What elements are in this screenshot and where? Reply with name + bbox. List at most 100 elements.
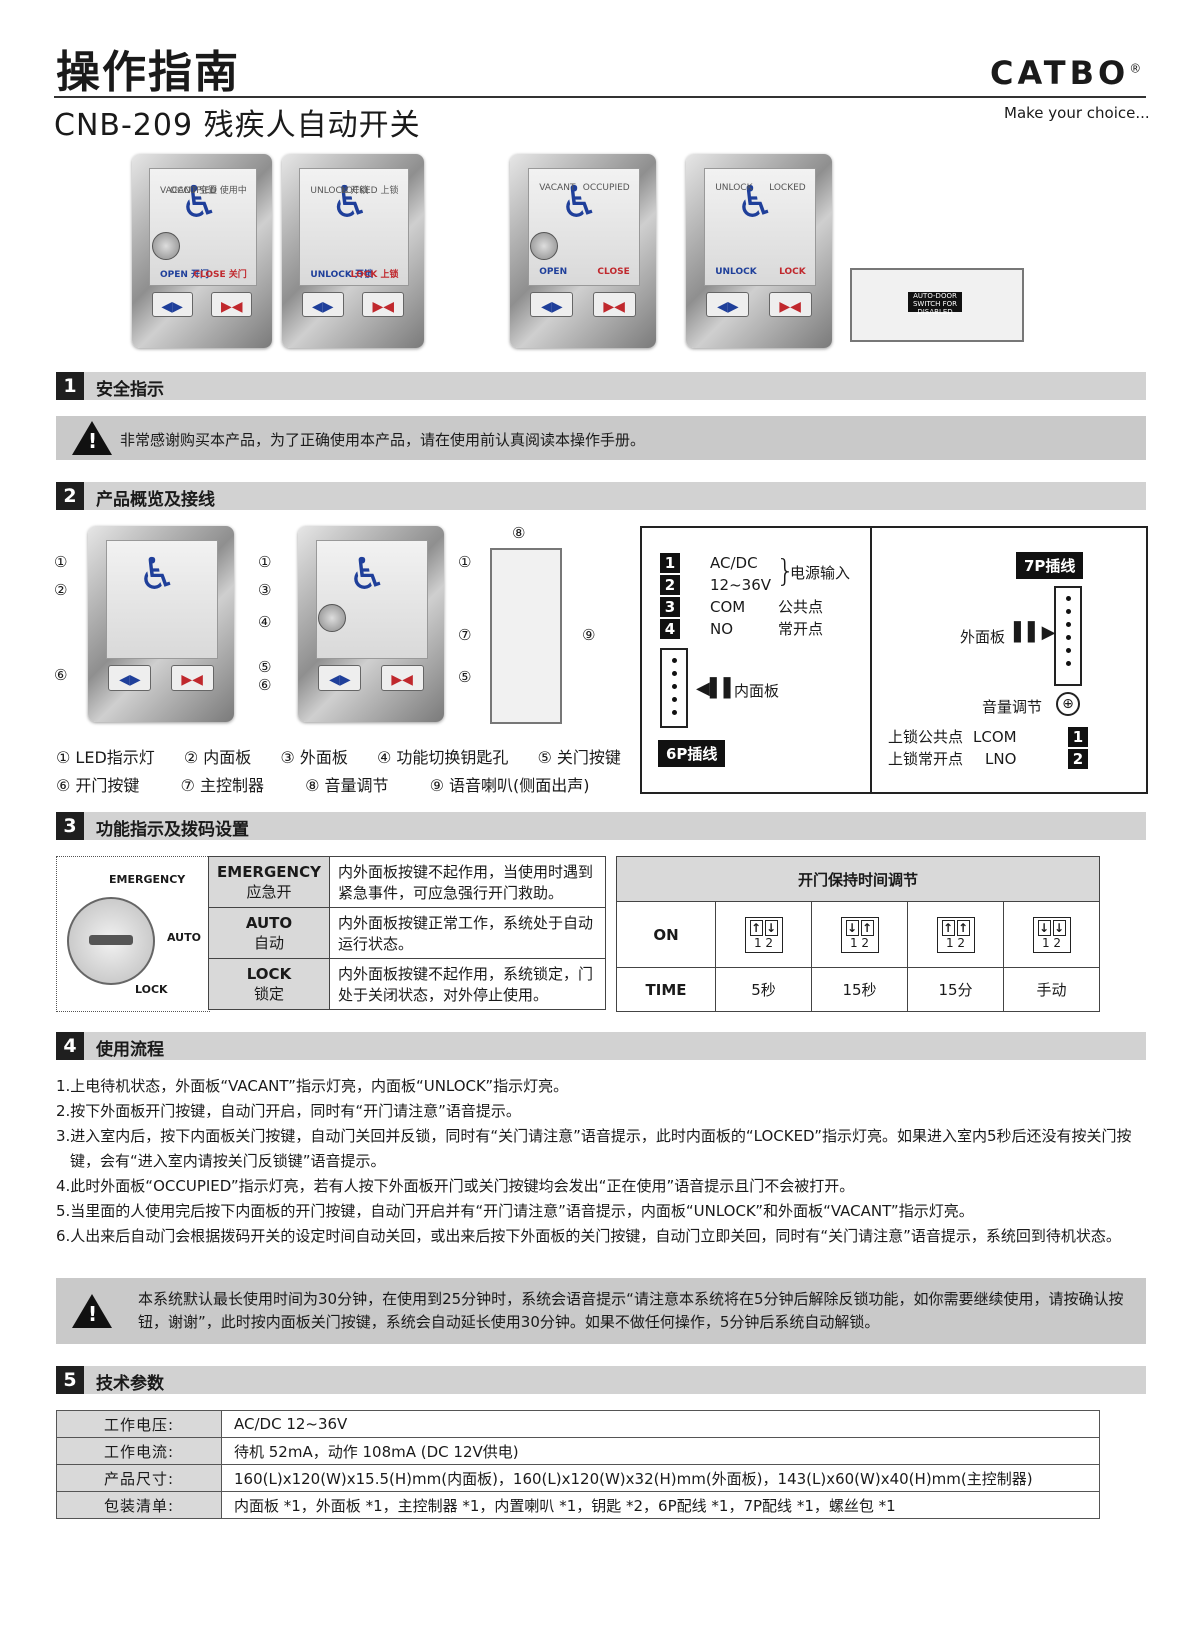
spec-value: 内面板 *1，外面板 *1，主控制器 *1，内置喇叭 *1，钥匙 *2，6P配线… <box>221 1491 1100 1519</box>
table-row: 工作电压:AC/DC 12~36V <box>56 1410 1100 1438</box>
header-rule <box>54 96 1146 98</box>
mode-desc: 内外面板按键正常工作，系统处于自动运行状态。 <box>329 907 606 959</box>
inner-panel-label: 内面板 <box>734 682 780 700</box>
callout-number: ① <box>458 553 472 571</box>
step-item: 5.当里面的人使用完后按下内面板的开门按键，自动门开启并有“开门请注意”语音提示… <box>56 1202 974 1220</box>
controller-photo: AUTO-DOOR SWITCH FOR DISABLED <box>850 268 1024 342</box>
voltage-label: 12~36V <box>710 576 772 594</box>
button-caption: UNLOCK <box>715 266 757 277</box>
dip-switch-1: ↓ <box>845 919 859 936</box>
outer-panel-diagram: ♿◀▶▶◀ <box>298 526 444 722</box>
callout-number: ⑥ <box>258 676 272 694</box>
wheelchair-icon: ♿ <box>330 177 370 229</box>
section-number: 3 <box>56 812 84 840</box>
legend-item: ② 内面板 <box>183 748 252 767</box>
brand-tagline: Make your choice... <box>1004 104 1150 122</box>
controller-diagram <box>490 548 562 724</box>
knob-lock-label: LOCK <box>135 983 168 996</box>
step-item: 2.按下外面板开门按键，自动门开启，同时有“开门请注意”语音提示。 <box>56 1102 521 1120</box>
spec-key: 产品尺寸: <box>56 1464 222 1492</box>
terminal-1: 1 <box>660 553 680 573</box>
usage-steps: 1.上电待机状态，外面板“VACANT”指示灯亮，内面板“UNLOCK”指示灯亮… <box>56 1074 1146 1249</box>
section-4-header: 4 使用流程 <box>56 1032 1146 1060</box>
legend-row-1: ① LED指示灯 ② 内面板 ③ 外面板 ④ 功能切换钥匙孔 ⑤ 关门按键 <box>56 744 621 768</box>
on-label: ON <box>616 901 716 968</box>
button-caption: LOCK 上锁 <box>350 269 399 280</box>
section-title: 技术参数 <box>96 1374 164 1394</box>
section-number: 4 <box>56 1032 84 1060</box>
warning-icon: ! <box>72 1294 112 1328</box>
callout-number: ⑨ <box>582 626 596 644</box>
key-switch-icon <box>151 231 180 260</box>
section-title: 安全指示 <box>96 380 164 400</box>
hold-time-value: 15秒 <box>811 967 908 1012</box>
timeout-warning-box: ! 本系统默认最长使用时间为30分钟，在使用到25分钟时，系统会语音提示“请注意… <box>56 1278 1146 1344</box>
hold-time-value: 5秒 <box>715 967 812 1012</box>
lno-label: LNO <box>985 750 1017 768</box>
7p-plug-tag: 7P插线 <box>1016 552 1084 579</box>
wheelchair-icon: ♿ <box>347 549 388 601</box>
callout-number: ① <box>258 553 272 571</box>
knob-emergency-label: EMERGENCY <box>109 873 186 886</box>
close-door-arrows-icon: ▶◀ <box>211 291 253 317</box>
section-5-header: 5 技术参数 <box>56 1366 1146 1394</box>
dip-switch-icon: ↓↑1 2 <box>811 901 908 968</box>
spec-value: AC/DC 12~36V <box>221 1410 1100 1438</box>
button-caption: OPEN 开门 <box>160 269 210 280</box>
button-caption: OPEN <box>539 266 568 277</box>
warning-icon: ! <box>72 421 112 455</box>
spec-value: 待机 52mA，动作 108mA (DC 12V供电) <box>221 1437 1100 1465</box>
callout-number: ① <box>54 553 68 571</box>
indicator-label: UNLOCK <box>715 183 753 194</box>
callout-number: ⑦ <box>458 626 472 644</box>
callout-number: ⑤ <box>258 658 272 676</box>
lock-terminal-1: 1 <box>1068 727 1088 747</box>
outer-arrow-icon: ▌▌▶ <box>1014 622 1056 643</box>
close-door-arrows-icon: ▶◀ <box>362 291 405 317</box>
spec-key: 工作电压: <box>56 1410 222 1438</box>
brace: } <box>776 554 796 589</box>
section-2-header: 2 产品概览及接线 <box>56 482 1146 510</box>
legend-item: ⑧ 音量调节 <box>305 776 389 795</box>
panel-face <box>299 167 409 286</box>
legend-row-2: ⑥ 开门按键 ⑦ 主控制器 ⑧ 音量调节 ⑨ 语音喇叭(侧面出声) <box>56 772 590 796</box>
step-item: 6.人出来后自动门会根据拨码开关的设定时间自动关回，或出来后按下外面板的关门按键… <box>56 1227 1121 1245</box>
legend-item: ⑤ 关门按键 <box>537 748 621 767</box>
wiring-divider <box>870 528 872 792</box>
wheelchair-icon: ♿ <box>137 549 178 601</box>
dip-numbers: 1 2 <box>945 935 966 950</box>
dip-numbers: 1 2 <box>753 935 774 950</box>
indicator-label: VACANT 空置 <box>160 186 218 197</box>
dip-switch-2: ↓ <box>1052 919 1066 936</box>
panel-face <box>703 167 817 286</box>
terminal-4: 4 <box>660 619 680 639</box>
mode-desc: 内外面板按键不起作用，当使用时遇到紧急事件，可应急强行开门救助。 <box>329 856 606 908</box>
key-slot <box>89 935 133 945</box>
knob-auto-label: AUTO <box>167 931 201 944</box>
section-title: 使用流程 <box>96 1040 164 1060</box>
close-door-arrows-icon: ▶◀ <box>768 291 812 317</box>
callout-number: ② <box>54 581 68 599</box>
acdc-label: AC/DC <box>710 554 758 572</box>
6p-plug-tag: 6P插线 <box>658 740 726 767</box>
key-switch-icon <box>530 231 559 260</box>
indicator-label: UNLOCK 开锁 <box>310 186 369 197</box>
terminal-3: 3 <box>660 597 680 617</box>
callout-number: ④ <box>258 613 272 631</box>
safety-warning-text: 非常感谢购买本产品，为了正确使用本产品，请在使用前认真阅读本操作手册。 <box>120 431 646 449</box>
section-number: 5 <box>56 1366 84 1394</box>
callout-number: ⑤ <box>458 668 472 686</box>
key-switch-icon <box>318 604 347 633</box>
inner-panel-diagram: ♿◀▶▶◀ <box>88 526 234 722</box>
